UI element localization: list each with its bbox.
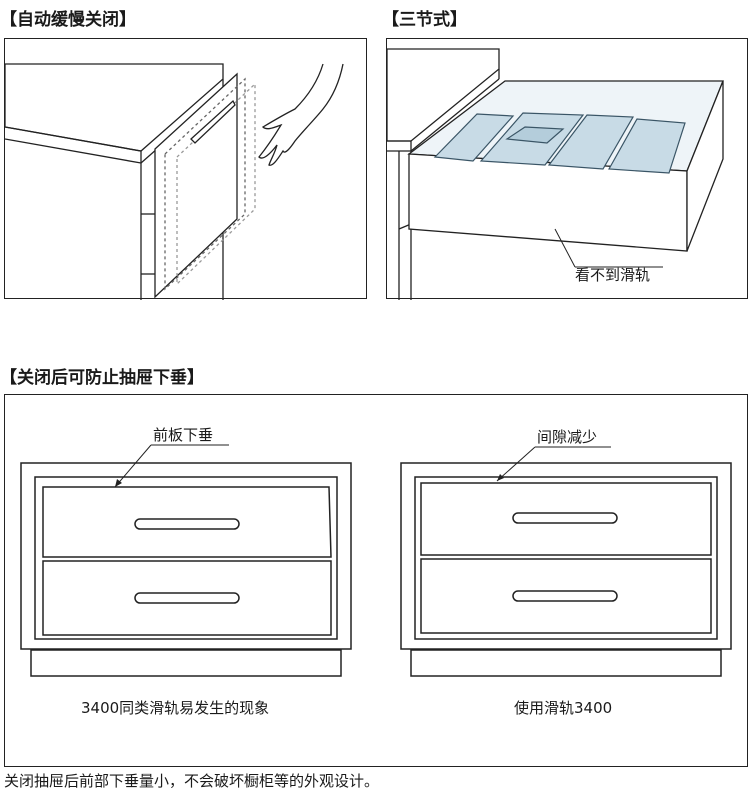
cabinet-sagging <box>20 444 352 677</box>
handle-bottom-right <box>512 590 618 602</box>
hidden-rail-callout: 看不到滑轨 <box>575 266 651 284</box>
gap-reduced-callout: 间隙减少 <box>537 428 598 446</box>
soft-close-title: 【自动缓慢关闭】 <box>0 10 136 30</box>
footer-description: 关闭抽屉后前部下垂量小，不会破坏橱柜等的外观设计。 <box>4 772 380 790</box>
storage-trays <box>433 112 686 174</box>
three-section-illustration: 看不到滑轨 <box>386 38 748 300</box>
hand-illustration <box>258 63 344 166</box>
sagging-caption: 3400同类滑轨易发生的现象 <box>81 699 270 717</box>
anti-sag-title: 【关闭后可防止抽屉下垂】 <box>0 368 204 388</box>
correct-caption: 使用滑轨3400 <box>514 699 613 717</box>
handle-top-left <box>134 518 240 530</box>
handle-bottom-left <box>134 592 240 604</box>
drawer-top-sagging <box>42 486 332 558</box>
front-sag-callout: 前板下垂 <box>153 426 214 444</box>
drawer-bottom-sagging <box>42 560 332 636</box>
drawer-top-correct <box>420 482 712 556</box>
three-section-title: 【三节式】 <box>382 10 467 30</box>
drawer-handle <box>190 99 236 144</box>
drawer-bottom-correct <box>420 558 712 634</box>
cabinet-correct <box>400 446 732 677</box>
drawer-front <box>154 72 238 299</box>
handle-top-right <box>512 512 618 524</box>
comparison-panel: 前板下垂 3400同类滑轨易发生的现象 间隙减少 使用滑轨3400 <box>4 394 748 767</box>
soft-close-illustration <box>4 38 367 300</box>
